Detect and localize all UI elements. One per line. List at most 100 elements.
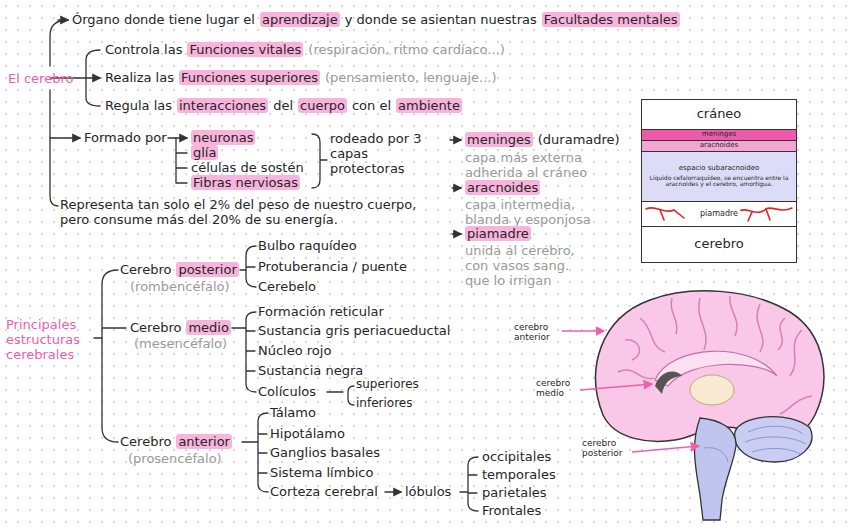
band-text: Líquido cefalorraquídeo, se encuentra en…: [642, 175, 796, 188]
text-row: (mesencéfalo): [134, 336, 232, 351]
grey-note: (pensamiento, lenguaje...): [325, 70, 497, 85]
leader-line: [580, 384, 652, 390]
note-text: Representa tan solo el 2% del peso de nu…: [60, 197, 416, 227]
text-row: Sistema límbico: [270, 465, 378, 480]
bracket-line: [232, 312, 256, 392]
gyrus: [671, 298, 677, 334]
bracket-line: [86, 50, 100, 106]
text-row: rodeado por 3 capas protectoras: [330, 131, 448, 176]
heading-text: El cerebro: [8, 71, 73, 86]
arrow-line: [452, 233, 461, 234]
text-row: capa más externa adherida al cráneo: [465, 150, 615, 180]
layer-band: espacio subaracnoideoLíquido cefalorraqu…: [641, 151, 797, 202]
note-text: con el: [352, 98, 391, 113]
note-text: Colículos: [258, 384, 316, 399]
text-row: Principales estructuras cerebrales: [6, 317, 94, 362]
grey-note: (rombencéfalo): [130, 279, 230, 294]
text-row: unida al cerebro, con vasos sang. que lo…: [465, 243, 595, 288]
bracket-line: [50, 20, 68, 66]
grey-note: unida al cerebro, con vasos sang. que lo…: [465, 243, 575, 288]
gyrus: [699, 298, 706, 350]
bracket-line: [94, 337, 102, 338]
note-text: Bulbo raquídeo: [258, 238, 357, 253]
arrow-line: [452, 187, 461, 188]
highlighted-text: Fibras nerviosas: [191, 175, 300, 190]
text-row: Formado por: [84, 130, 172, 145]
text-row: El cerebro: [8, 71, 78, 86]
cerebellum: [735, 417, 812, 462]
text-row: piamadre: [465, 226, 536, 241]
text-row: Cerebroanterior: [120, 434, 237, 449]
leader-lines: [562, 331, 699, 452]
highlighted-text: posterior: [176, 262, 238, 277]
mindmap-brackets: [50, 20, 478, 511]
grey-note: (mesencéfalo): [134, 336, 227, 351]
cerebellum-folia: [745, 426, 806, 454]
text-row: Sustancia negra: [258, 363, 368, 378]
text-row: temporales: [482, 467, 561, 482]
note-text: Cerebro: [120, 262, 171, 277]
text-row: Órgano donde tiene lugar elaprendizajey …: [72, 12, 685, 27]
text-row: Controla lasFunciones vitales(respiració…: [105, 42, 510, 57]
note-text: Hipotálamo: [270, 426, 345, 441]
grey-note: capa intermedia, blanda y esponjosa: [465, 197, 591, 227]
note-text: superiores: [356, 377, 419, 391]
text-row: parietales: [482, 485, 552, 500]
folium: [752, 448, 800, 454]
arrow-line: [168, 137, 187, 138]
highlighted-text: anterior: [176, 434, 232, 449]
text-row: Frontales: [482, 503, 546, 518]
band-text: piamadre: [697, 210, 741, 219]
note-text: Tálamo: [270, 405, 316, 420]
note-text: Realiza las: [105, 70, 174, 85]
vessel: [660, 210, 664, 220]
note-text: Formado por: [84, 130, 167, 145]
text-row: Regula lasinteraccionesdelcuerpocon elam…: [105, 98, 467, 113]
pons-line: [704, 448, 728, 462]
vessel: [738, 208, 792, 212]
note-text: inferiores: [356, 396, 412, 410]
gyrus: [625, 340, 639, 360]
grey-note: (prosencéfalo): [128, 451, 222, 466]
layer-band: cráneo: [641, 99, 797, 130]
gyrus: [730, 296, 737, 336]
note-text: Sustancia negra: [258, 363, 363, 378]
gyrus: [780, 396, 812, 414]
grey-note: (respiración, ritmo cardíaco...): [308, 42, 505, 57]
gyrus: [778, 318, 785, 350]
text-row: cerebro anterior: [514, 322, 558, 342]
text-row: células de sostén: [191, 160, 309, 175]
text-row: Representa tan solo el 2% del peso de nu…: [60, 197, 420, 227]
gyrus: [618, 370, 654, 379]
bracket-line: [50, 90, 58, 206]
note-text: rodeado por 3 capas protectoras: [330, 131, 422, 176]
text-row: neuronas: [191, 130, 260, 145]
text-row: inferiores: [356, 397, 417, 410]
gyrus: [790, 330, 802, 376]
layer-band: cerebro: [641, 226, 797, 263]
blood-vessels: [646, 208, 792, 221]
highlighted-text: aprendizaje: [260, 12, 340, 27]
bracket-line: [327, 386, 354, 405]
text-row: cerebro posterior: [582, 438, 630, 458]
text-row: cerebro medio: [536, 378, 578, 398]
highlighted-text: interacciones: [177, 98, 268, 113]
gyrus: [757, 304, 763, 352]
pia-ground: [641, 201, 797, 226]
brainstem: [695, 418, 737, 520]
note-text: Sistema límbico: [270, 465, 373, 480]
text-row: (rombencéfalo): [130, 279, 235, 294]
note-text: Sustancia gris periacueductal: [258, 323, 450, 338]
text-row: Hipotálamo: [270, 426, 350, 441]
highlighted-text: meninges: [465, 132, 533, 147]
note-text: células de sostén: [191, 160, 304, 175]
text-row: superiores: [356, 378, 424, 391]
note-text: cerebro anterior: [514, 322, 550, 342]
text-row: Bulbo raquídeo: [258, 238, 362, 253]
text-row: Sustancia gris periacueductal: [258, 323, 455, 338]
note-text: Cerebro: [130, 320, 181, 335]
band-text: cráneo: [694, 107, 745, 121]
text-row: Ganglios basales: [270, 445, 385, 460]
note-text: Regula las: [105, 98, 172, 113]
highlighted-text: neuronas: [191, 130, 255, 145]
